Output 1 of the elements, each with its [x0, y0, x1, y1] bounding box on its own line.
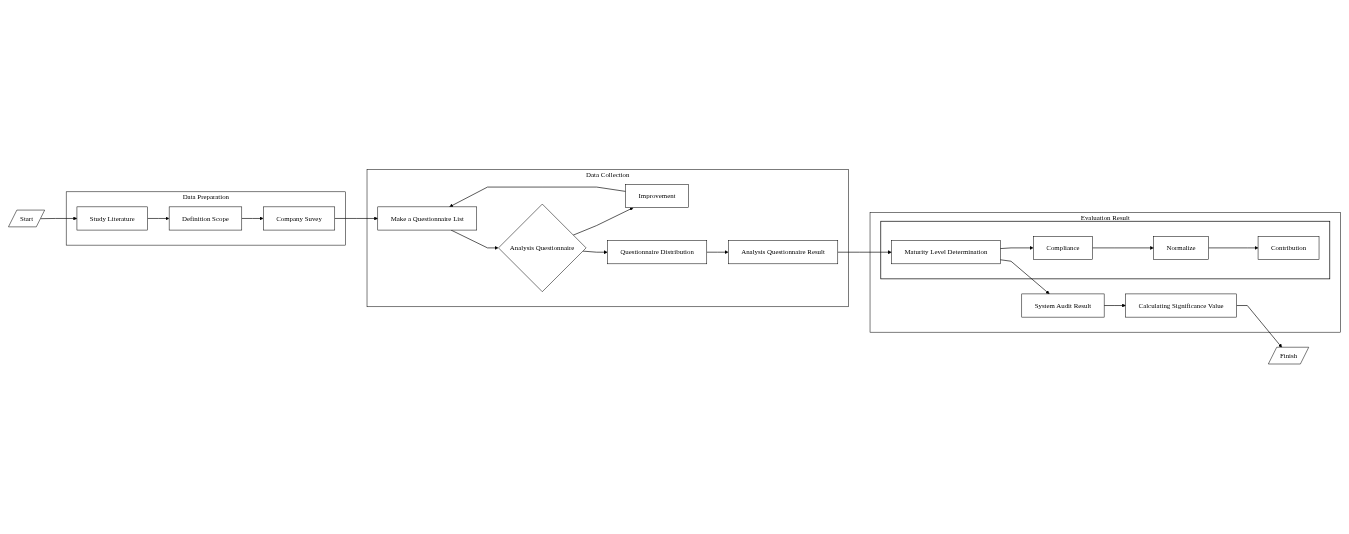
cluster	[880, 221, 1331, 280]
